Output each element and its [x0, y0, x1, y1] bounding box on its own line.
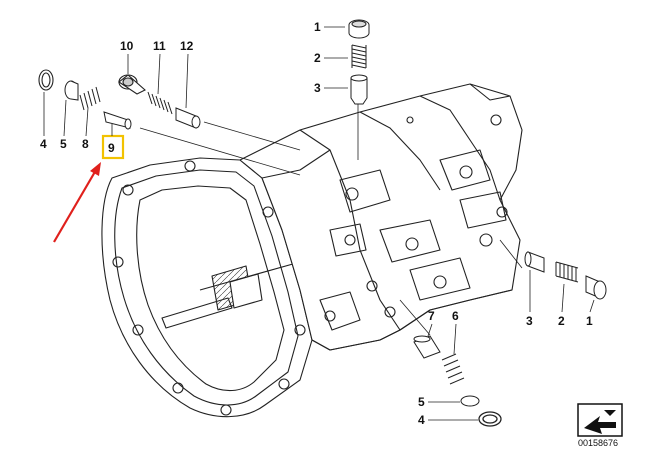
part-spring-top: [351, 44, 367, 69]
callout-2-right: 2: [558, 314, 565, 328]
part-pin-left: [103, 111, 132, 130]
part-detent-pin-top: [350, 74, 368, 105]
callout-1-right: 1: [586, 314, 593, 328]
part-spring-left: [79, 86, 101, 111]
callout-10-top: 10: [120, 39, 134, 53]
callout-3-top: 3: [314, 81, 321, 95]
callout-4-bottom: 4: [418, 413, 425, 427]
document-number: 00158676: [578, 438, 618, 448]
input-shaft: [161, 297, 233, 329]
part-spring-bottom: [441, 353, 465, 385]
part-cap-bottom: [460, 395, 480, 407]
callout-4-left: 4: [40, 137, 47, 151]
callout-5-left: 5: [60, 137, 67, 151]
part-spring-middle: [147, 91, 173, 115]
part-plug-top: [348, 19, 370, 39]
callout-labels: 1 2 3 4 5 8 9 10 11 12 3 2 1 7 6 5 4: [40, 20, 595, 427]
callout-12-top: 12: [180, 39, 194, 53]
callout-5-bottom: 5: [418, 395, 425, 409]
part-seal-ring-bottom: [478, 411, 502, 427]
callout-1-top: 1: [314, 20, 321, 34]
callout-3-right: 3: [526, 314, 533, 328]
part-seal-ring-left: [38, 69, 54, 91]
callout-9-left: 9: [108, 141, 115, 155]
part-cap-left: [64, 80, 79, 101]
part-detent-pin-middle: [175, 107, 201, 129]
callout-7-bottom: 7: [428, 309, 435, 323]
callout-2-top: 2: [314, 51, 321, 65]
part-screw-plug: [118, 74, 146, 95]
callout-9-highlight: [101, 134, 125, 160]
leader-lines: [139, 100, 523, 336]
bell-housing-flange: [101, 157, 313, 418]
red-pointer-arrow: [53, 162, 101, 243]
part-pin-bottom: [413, 335, 441, 359]
transmission-housing: [101, 83, 523, 418]
part-detent-pin-right: [524, 251, 545, 273]
callout-11-top: 11: [153, 39, 166, 53]
part-plug-right: [585, 275, 607, 300]
document-icon: [577, 403, 623, 437]
callout-8-left: 8: [82, 137, 89, 151]
part-spring-right: [555, 261, 579, 283]
callout-6-bottom: 6: [452, 309, 459, 323]
